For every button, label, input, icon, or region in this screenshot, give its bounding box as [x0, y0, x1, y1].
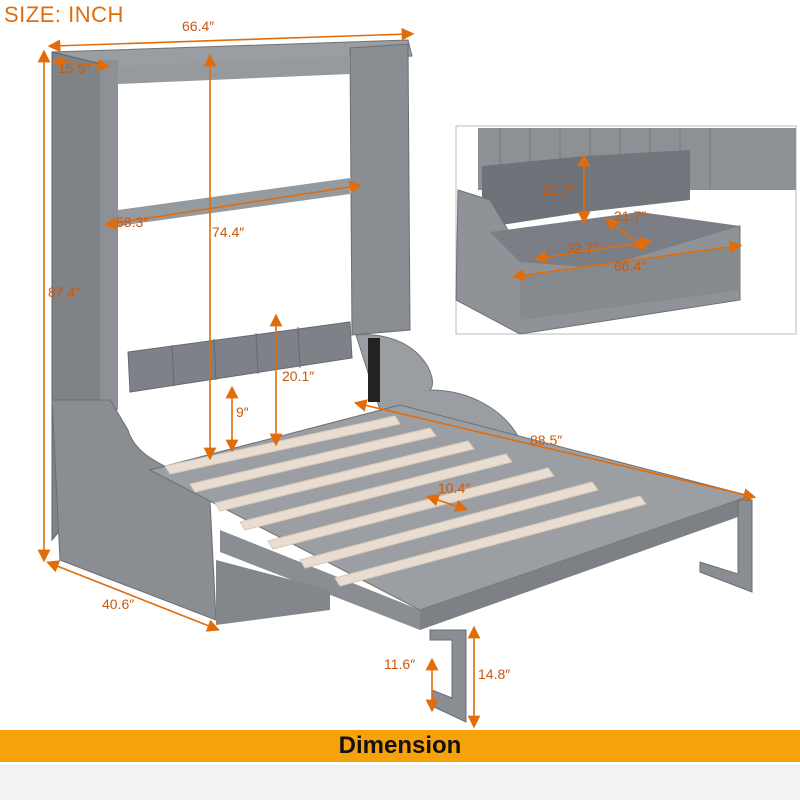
- dimension-lines: [37, 27, 757, 729]
- headboard-height-label: 20.1″: [282, 368, 315, 384]
- overall-height-label: 87.4″: [48, 284, 81, 300]
- inset-dimension-lines: [511, 153, 743, 282]
- headboard-cushions: [127, 321, 353, 393]
- bed-platform: [148, 404, 752, 630]
- lift-mechanism: [368, 338, 380, 402]
- inner-height-label: 74.4″: [212, 224, 245, 240]
- slat-gap-label: 10.4″: [438, 480, 471, 496]
- dimension-banner: [0, 730, 800, 762]
- dimension-banner-label: Dimension: [338, 732, 462, 759]
- sofa-width-label: 66.4″: [614, 258, 647, 274]
- seat-width-label: 32.7″: [566, 240, 599, 256]
- overall-width-label: 66.4″: [182, 18, 215, 34]
- cabinet-depth-label: 40.6″: [102, 596, 135, 612]
- bed-length-label: 88.5″: [530, 432, 563, 448]
- leg-height-label: 11.6″: [384, 656, 416, 672]
- inner-width-label: 58.3″: [116, 214, 149, 230]
- footer-strip: [0, 765, 800, 800]
- sofa-inset: [455, 125, 797, 335]
- leg-total-label: 14.8″: [478, 666, 511, 682]
- frame-gap-label: 9″: [236, 404, 249, 420]
- backrest-height-label: 21.7″: [542, 182, 575, 198]
- seat-depth-label: 21.7″: [614, 208, 647, 224]
- depth-top-label: 15.5″: [58, 60, 91, 76]
- size-unit-label: SIZE: INCH: [4, 2, 124, 27]
